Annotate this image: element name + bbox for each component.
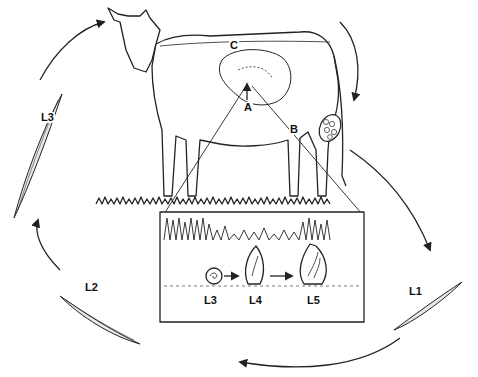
- region-letter: A: [243, 102, 253, 113]
- larva-stage: L3: [40, 112, 55, 123]
- inset-stage: L5: [306, 295, 321, 306]
- region-letter: C: [229, 40, 239, 51]
- inset-stage: L3: [203, 295, 218, 306]
- inset-stage: L4: [248, 295, 263, 306]
- egg-letter: B: [289, 124, 299, 135]
- larva-stage: L2: [84, 282, 99, 293]
- larva-stage: L1: [408, 286, 423, 297]
